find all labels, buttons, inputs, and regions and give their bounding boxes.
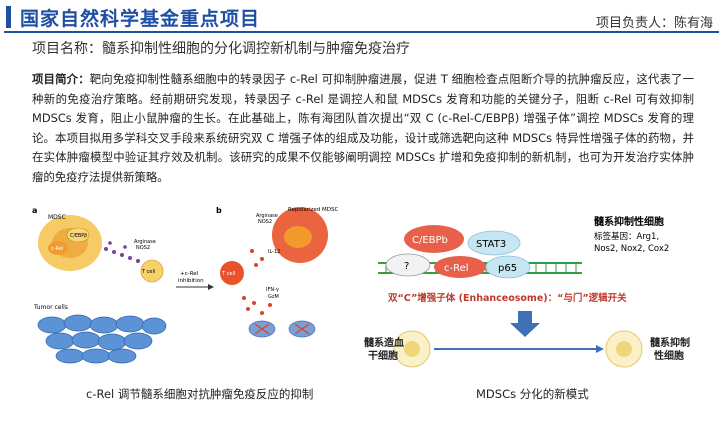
inhibition-label-1: +c-Rel bbox=[180, 271, 199, 277]
header-divider bbox=[4, 31, 719, 33]
arginase-label-b: Arginase bbox=[256, 213, 278, 219]
page-header: 国家自然科学基金重点项目 项目负责人：陈有海 bbox=[0, 0, 723, 31]
activated-t-cell bbox=[220, 261, 244, 285]
c-ebpb-protein bbox=[404, 225, 464, 253]
page-title: 国家自然科学基金重点项目 bbox=[20, 8, 261, 30]
left-cell-label-line-1: 髓系造血 bbox=[364, 338, 404, 349]
figure-crel-mechanism: a MDSC c-Rel C/EBPβ Arginase NOS2 T cell… bbox=[30, 203, 360, 401]
figure-mdsc-model: C/EBPb STAT3 ? c-Rel p65 髓系抑制性细胞 标签基因：Ar… bbox=[364, 203, 702, 401]
c-ebpb-label: C/EBPb bbox=[412, 235, 448, 246]
p65-label: p65 bbox=[498, 263, 517, 274]
killed-tumor-cells bbox=[248, 320, 316, 338]
c-rel-label: c-Rel bbox=[444, 263, 469, 274]
enhanceosome-title: 双“C”增强子体 (Enhanceosome)：“与门”逻辑开关 bbox=[387, 292, 627, 304]
unknown-label: ? bbox=[404, 261, 409, 272]
summary-label: 项目简介： bbox=[32, 72, 90, 86]
differentiation-arrowhead bbox=[596, 345, 604, 353]
genes-label: 标签基因：Arg1, bbox=[594, 231, 659, 242]
right-cell-label-line-1: 髓系抑制 bbox=[650, 338, 690, 349]
c-rel-label: c-Rel bbox=[51, 246, 63, 252]
right-cell-label: 髓系抑制性细胞 bbox=[650, 337, 690, 363]
arginase-molecules bbox=[104, 241, 140, 263]
left-cell-label: 髓系造血干细胞 bbox=[364, 337, 404, 363]
cytokine-dots bbox=[242, 249, 272, 315]
p65-protein bbox=[485, 255, 531, 279]
stat3-label: STAT3 bbox=[476, 239, 506, 250]
c-ebpb-label: C/EBPβ bbox=[70, 233, 87, 239]
down-arrow bbox=[510, 311, 540, 337]
tumor-cells bbox=[37, 314, 167, 364]
right-cell-label-line-2: 性细胞 bbox=[654, 351, 684, 362]
project-lead: 项目负责人：陈有海 bbox=[595, 16, 713, 31]
project-summary: 项目简介：靶向免疫抑制性髓系细胞中的转录因子 c-Rel 可抑制肿瘤进展，促进 … bbox=[32, 70, 694, 187]
t-cell-label-b: T cell bbox=[221, 271, 235, 277]
mdsc-label: MDSC bbox=[48, 214, 66, 221]
inhibition-label-2: inhibition bbox=[178, 278, 204, 284]
c-ebpb-blob bbox=[66, 227, 90, 243]
header-accent-bar bbox=[6, 6, 11, 28]
unknown-factor bbox=[385, 253, 431, 277]
stat3-protein bbox=[467, 230, 521, 256]
repolarized-label: Repolarized MDSC bbox=[288, 207, 338, 213]
figure-b-illustration: C/EBPb STAT3 ? c-Rel p65 髓系抑制性细胞 标签基因：Ar… bbox=[378, 215, 669, 368]
gzm-label: GzM bbox=[268, 294, 279, 300]
c-rel-blob bbox=[48, 241, 68, 255]
nos2-label-b: NOS2 bbox=[258, 219, 272, 225]
repolarized-nucleus bbox=[284, 226, 312, 248]
stem-cell-nucleus bbox=[404, 341, 420, 357]
c-rel-protein bbox=[434, 256, 486, 278]
project-name: 项目名称：髓系抑制性细胞的分化调控新机制与肿瘤免疫治疗 bbox=[32, 41, 410, 57]
right-title: 髓系抑制性细胞 bbox=[594, 215, 664, 228]
inhibition-arrowhead bbox=[208, 284, 214, 290]
arginase-label: Arginase bbox=[134, 239, 156, 245]
summary-text: 靶向免疫抑制性髓系细胞中的转录因子 c-Rel 可抑制肿瘤进展，促进 T 细胞检… bbox=[32, 72, 694, 184]
panel-a-label: a bbox=[32, 206, 37, 215]
t-cell bbox=[140, 259, 164, 283]
figure-a-illustration: a MDSC c-Rel C/EBPβ Arginase NOS2 T cell… bbox=[32, 206, 338, 364]
figure-a-caption: c-Rel 调节髓系细胞对抗肿瘤免疫反应的抑制 bbox=[86, 387, 314, 401]
tumor-cells-label: Tumor cells bbox=[33, 304, 68, 311]
ifn-label: IFN-γ bbox=[266, 287, 279, 293]
mdsc-cell-nucleus bbox=[616, 341, 632, 357]
genes-line-2: Nos2, Nox2, Cox2 bbox=[594, 244, 669, 254]
nos2-label: NOS2 bbox=[136, 245, 150, 251]
il12-label: IL-12 bbox=[268, 249, 280, 255]
left-cell-label-line-2: 干细胞 bbox=[368, 351, 398, 362]
panel-b-label: b bbox=[216, 206, 222, 215]
figure-b-caption: MDSCs 分化的新模式 bbox=[476, 387, 589, 401]
t-cell-label: T cell bbox=[141, 269, 155, 275]
